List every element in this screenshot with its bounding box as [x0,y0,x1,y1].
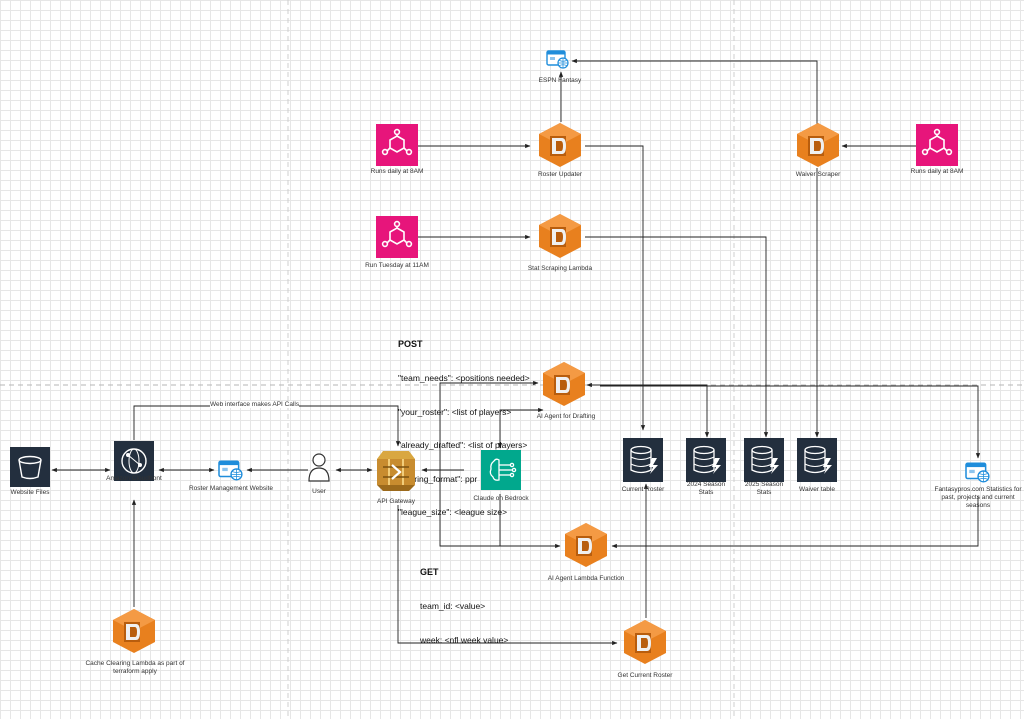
lambda-icon [565,523,607,567]
dynamodb-icon [797,438,837,482]
roster-website-node [216,458,246,484]
stat-scraping-label: Stat Scraping Lambda [527,265,593,272]
bedrock-label: Claude on Bedrock [473,495,529,502]
cloudfront-label: Amazon Cloudfront [106,475,162,482]
ai-agent-drafting-node [541,361,587,407]
cloudfront-icon [114,441,154,481]
lambda-icon [797,123,839,167]
cache-clearing-label: Cache Clearing Lambda as part of terrafo… [85,660,185,675]
current-roster-label: Current Roster [621,486,665,493]
lambda-icon [539,123,581,167]
waiver-scraper-node [795,122,841,168]
post-line: "team_needs": <positions needed> [398,373,530,384]
get-line: week: <nfl week value> [420,634,509,645]
post-line: "scoring_format": ppr [398,473,478,484]
cache-clearing-node [111,608,157,654]
lambda-icon [113,609,155,653]
dynamodb-icon [686,438,726,482]
eventbridge-icon [376,216,418,258]
waiver-scraper-label: Waiver Scraper [795,171,841,178]
eventbridge-icon [916,124,958,166]
api-gateway-icon [377,451,415,491]
roster-website-label: Roster Management Website [188,485,274,492]
run-tuesday-label: Run Tuesday at 11AM [365,262,429,269]
cloudfront-node [114,441,154,481]
current-roster-table-node [623,438,663,482]
lambda-icon [539,214,581,258]
dynamodb-icon [744,438,784,482]
ai-agent-lambda-node [563,522,609,568]
user-icon [308,453,330,482]
api-gateway-node [373,447,419,493]
post-line: "league_size": <league size> [398,507,508,518]
roster-updater-node [537,122,583,168]
stats-2024-table-node [686,438,726,482]
user-node [308,452,330,482]
eventbridge-icon [376,124,418,166]
runs-daily-left-label: Runs daily at 8AM [370,168,424,175]
s3-bucket-icon [10,447,50,487]
stats-2024-label: 2024 Season Stats [686,481,726,496]
get-request-body: GET team_id: <value> week: <nfl week val… [420,545,508,657]
get-current-roster-label: Get Current Roster [617,672,673,679]
post-request-body: POST "team_needs": <positions needed> "y… [398,317,530,530]
web-app-icon [546,50,569,69]
api-gateway-label: API Gateway [377,498,415,505]
get-line: team_id: <value> [420,601,486,612]
api-calls-edge-label: Web interface makes API Calls [210,401,300,408]
get-method: GET [420,567,439,578]
espn-fantasy-node [540,48,586,88]
web-app-icon [218,460,243,481]
post-line: "already_drafted": <list of players> [398,440,528,451]
waiver-table-node [797,438,837,482]
user-label: User [312,488,326,495]
post-line: "your_roster": <list of players> [398,406,512,417]
stat-scraping-node [537,213,583,259]
eventbridge-daily-left [376,124,418,166]
stats-2025-label: 2025 Season Stats [744,481,784,496]
eventbridge-tuesday [376,216,418,258]
fantasypros-node [963,460,993,484]
espn-fantasy-label: ESPN Fantasy [538,77,582,84]
runs-daily-right-label: Runs daily at 8AM [910,168,964,175]
web-app-icon [965,462,990,483]
eventbridge-daily-right [916,124,958,166]
fantasypros-label: Fantasypros.com Statistics for past, pro… [934,486,1022,509]
ai-agent-lambda-label: AI Agent Lambda Function [547,575,625,582]
bedrock-icon [481,450,521,490]
lambda-icon [624,620,666,664]
stats-2025-table-node [744,438,784,482]
dynamodb-icon [623,438,663,482]
post-method: POST [398,339,423,350]
website-files-label: Website Files [10,489,50,496]
website-files-node [10,447,50,487]
waiver-table-label: Waiver table [799,486,835,493]
get-current-roster-node [622,619,668,665]
lambda-icon [543,362,585,406]
ai-agent-drafting-label: AI Agent for Drafting [536,413,596,420]
bedrock-node [481,450,521,490]
roster-updater-label: Roster Updater [537,171,583,178]
